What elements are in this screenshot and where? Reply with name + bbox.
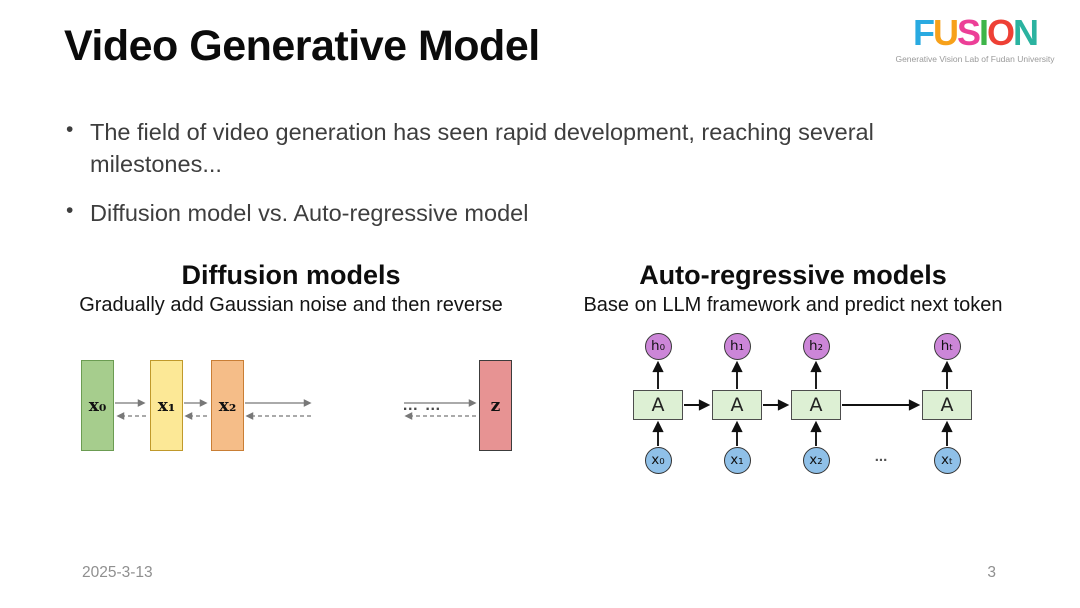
node-label: x₁ [730,452,744,468]
bullet-text: Diffusion model vs. Auto-regressive mode… [90,199,529,226]
footer-page-number: 3 [987,564,996,581]
logo-tagline: Generative Vision Lab of Fudan Universit… [895,53,1055,64]
hidden-node-ht: hₜ [933,332,961,360]
rnn-arrows [652,360,953,446]
node-label: h₁ [730,338,744,354]
diffusion-arrows [115,399,477,420]
bullet-dot-icon: • [66,118,74,141]
state-label: x₂ [218,395,237,416]
bullet-text: The field of video generation has seen r… [90,119,874,178]
input-node-x0: x₀ [644,446,672,474]
hidden-node-h2: h₂ [802,332,830,360]
autoregressive-subheading: Base on LLM framework and predict next t… [583,294,1003,316]
node-label: xₜ [941,452,953,468]
state-label: x₀ [88,395,107,416]
rnn-cell-a2: A [791,390,841,420]
autoregressive-heading: Auto-regressive models [639,260,947,290]
fusion-logo: FUSION Generative Vision Lab of Fudan Un… [890,14,1060,64]
cell-label: A [940,394,954,416]
rnn-cell-at: A [922,390,972,420]
footer-date: 2025-3-13 [82,564,153,581]
diffusion-state-x2: x₂ [211,360,244,451]
autoregressive-diagram: h₀ h₁ h₂ hₜ A A A A x₀ x₁ x₂ [620,330,1060,490]
logo-letter: U [932,12,959,53]
logo-word: FUSION [890,14,1060,52]
input-node-x1: x₁ [723,446,751,474]
ellipsis: … … [402,397,442,414]
logo-letter: F [912,12,935,53]
diffusion-heading: Diffusion models [181,260,401,290]
input-node-x2: x₂ [802,446,830,474]
diffusion-diagram: x₀ x₁ x₂ z … … [60,340,540,480]
logo-letter: I [978,12,989,53]
hidden-node-h1: h₁ [723,332,751,360]
diffusion-header: Diffusion models Gradually add Gaussian … [61,260,521,317]
node-label: h₀ [651,338,665,354]
diffusion-state-x1: x₁ [150,360,183,451]
vertical-flow-arrows [652,360,953,446]
bullet-item: • The field of video generation has seen… [64,116,896,181]
cell-label: A [651,394,665,416]
hidden-node-h0: h₀ [644,332,672,360]
node-label: x₀ [651,452,665,468]
diffusion-subheading: Gradually add Gaussian noise and then re… [79,294,503,316]
logo-letter: O [987,12,1015,53]
bullet-item: • Diffusion model vs. Auto-regressive mo… [64,197,896,229]
node-label: hₜ [940,338,954,354]
cell-label: A [809,394,823,416]
input-node-xt: xₜ [933,446,961,474]
rnn-cell-a0: A [633,390,683,420]
ellipsis: ... [874,448,888,465]
logo-letter: S [956,12,981,53]
page-title: Video Generative Model [64,22,540,70]
autoregressive-header: Auto-regressive models Base on LLM frame… [563,260,1023,317]
cell-label: A [730,394,744,416]
logo-letter: N [1013,12,1039,53]
state-label: z [490,395,501,416]
diffusion-state-z: z [479,360,512,451]
state-label: x₁ [157,395,176,416]
bullet-list: • The field of video generation has seen… [64,116,896,229]
bullet-dot-icon: • [66,198,74,222]
node-label: h₂ [809,338,823,354]
rnn-cell-a1: A [712,390,762,420]
node-label: x₂ [809,452,823,468]
diffusion-state-x0: x₀ [81,360,114,451]
